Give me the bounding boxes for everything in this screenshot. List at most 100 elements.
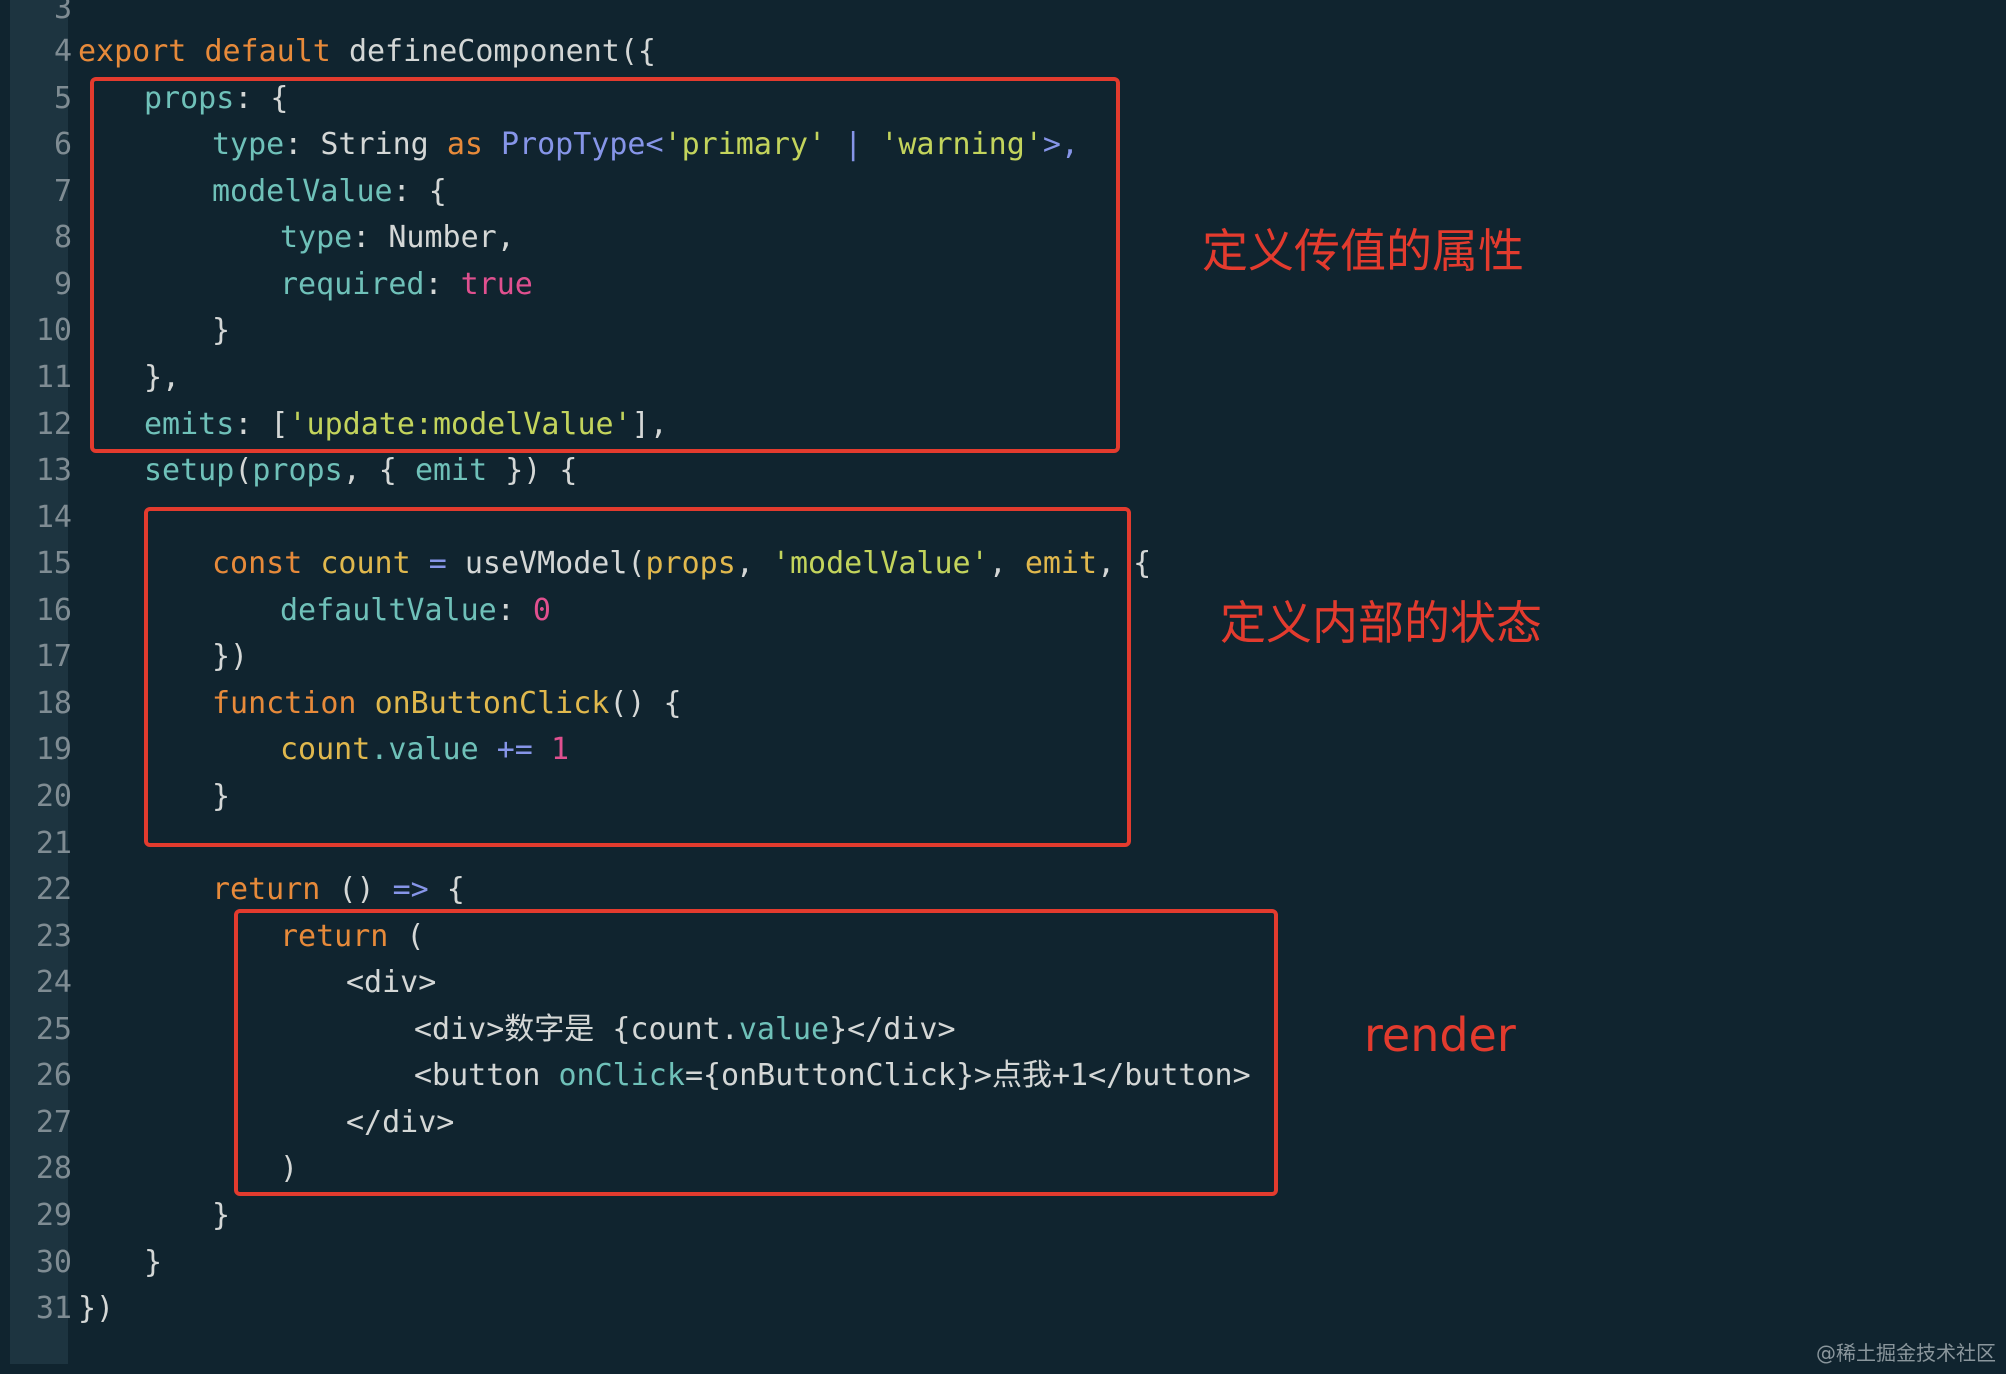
code-token: .value (370, 732, 497, 767)
line-number: 18 (35, 686, 72, 721)
code-line: ) (280, 1146, 298, 1193)
code-token: }) (78, 1291, 115, 1326)
line-number: 27 (35, 1105, 72, 1140)
code-token: <button (414, 1058, 559, 1093)
code-token: | (826, 127, 881, 162)
code-token: 0 (532, 593, 551, 628)
code-token: () (320, 872, 393, 907)
code-token: } (144, 1245, 163, 1280)
code-token: } (212, 1198, 231, 1233)
code-token: props (252, 453, 343, 488)
code-token: <div>数字是 {count. (414, 1012, 739, 1047)
line-number-gutter: 3 4 5 6 7 8 9 10 11 12 13 14 15 16 17 18… (10, 0, 72, 1364)
code-line: }) (212, 634, 248, 681)
code-token: onClick (558, 1058, 685, 1093)
code-line: function onButtonClick() { (212, 681, 682, 728)
code-token: true (460, 267, 533, 302)
code-token: } (212, 779, 231, 814)
code-token: <div> (346, 965, 437, 1000)
code-token: setup (144, 453, 235, 488)
line-number: 5 (53, 81, 72, 116)
code-line: } (212, 308, 230, 355)
code-token: ( (234, 453, 253, 488)
code-token: }, (144, 360, 181, 395)
code-line: return () => { (212, 867, 465, 914)
code-token: type (280, 220, 353, 255)
code-token: function (212, 686, 357, 721)
code-line: props: { (144, 76, 289, 123)
code-line: setup(props, { emit }) { (144, 448, 578, 495)
line-number: 10 (35, 313, 72, 348)
code-token: ( (388, 919, 425, 954)
code-token: , (735, 546, 772, 581)
code-token: : Number, (352, 220, 515, 255)
code-token: required (280, 267, 425, 302)
line-number: 25 (35, 1012, 72, 1047)
code-token: as (446, 127, 483, 162)
line-number: 9 (53, 267, 72, 302)
code-line: return ( (280, 914, 425, 961)
line-number: 17 (35, 639, 72, 674)
code-token: 'modelValue' (771, 546, 989, 581)
code-token: export (78, 34, 187, 69)
code-token: useVModel( (464, 546, 646, 581)
code-line: export default defineComponent({ (78, 29, 656, 76)
line-number: 15 (35, 546, 72, 581)
code-token: }) { (487, 453, 578, 488)
state-annotation-label: 定义内部的状态 (1220, 596, 1542, 650)
props-annotation-label: 定义传值的属性 (1202, 224, 1524, 278)
code-line: type: String as PropType<'primary' | 'wa… (212, 122, 1079, 169)
code-token: const (212, 546, 303, 581)
code-token: : (496, 593, 533, 628)
code-line: defaultValue: 0 (280, 588, 551, 635)
code-line: emits: ['update:modelValue'], (144, 402, 668, 449)
code-token: += (496, 732, 533, 767)
code-token: : (424, 267, 461, 302)
code-token: () { (609, 686, 682, 721)
code-token: props (144, 81, 235, 116)
code-token: ={onButtonClick}>点我+1</button> (684, 1058, 1251, 1093)
code-token: = (410, 546, 465, 581)
code-line: } (212, 774, 230, 821)
code-token: 'update:modelValue' (288, 407, 632, 442)
line-number: 16 (35, 593, 72, 628)
code-line: count.value += 1 (280, 727, 569, 774)
code-token: count (320, 546, 411, 581)
code-token: , { (1097, 546, 1152, 581)
line-number: 30 (35, 1245, 72, 1280)
code-token: { (428, 872, 465, 907)
code-token: 'primary' (663, 127, 827, 162)
watermark-text: @稀土掘金技术社区 (1816, 1341, 1996, 1365)
code-token: value (738, 1012, 830, 1047)
line-number: 4 (53, 34, 72, 69)
code-line: <div> (346, 960, 436, 1007)
code-line: type: Number, (280, 215, 515, 262)
line-number: 19 (35, 732, 72, 767)
code-line: }) (78, 1286, 114, 1333)
code-token: count (280, 732, 371, 767)
code-token: ], (631, 407, 668, 442)
line-number: 28 (35, 1151, 72, 1186)
code-token: defineComponent({ (348, 34, 656, 69)
code-line: }, (144, 355, 180, 402)
code-token: : String (284, 127, 447, 162)
line-number: 13 (35, 453, 72, 488)
code-line: <button onClick={onButtonClick}>点我+1</bu… (414, 1053, 1251, 1100)
code-line: const count = useVModel(props, 'modelVal… (212, 541, 1151, 588)
line-number: 14 (35, 500, 72, 535)
code-token: default (204, 34, 331, 69)
render-annotation-label: render (1364, 1008, 1516, 1062)
line-number: 23 (35, 919, 72, 954)
props-highlight-box (90, 77, 1120, 453)
line-number: 3 (53, 0, 72, 26)
code-token: : [ (234, 407, 289, 442)
line-number: 20 (35, 779, 72, 814)
code-token: }) (212, 639, 249, 674)
code-token: </div> (346, 1105, 455, 1140)
code-token: PropType< (482, 127, 664, 162)
line-number: 7 (53, 174, 72, 209)
code-token: emit (1024, 546, 1098, 581)
code-line: } (144, 1240, 162, 1287)
line-number: 11 (35, 360, 72, 395)
